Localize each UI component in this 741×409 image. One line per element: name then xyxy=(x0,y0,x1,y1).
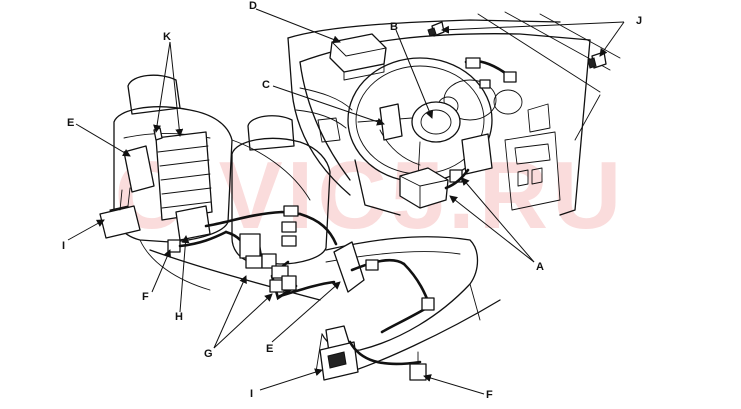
callout-e-lower: E xyxy=(266,343,273,355)
driver-seat xyxy=(99,74,321,301)
callout-labels: D B C K E I F H G E I F A J xyxy=(62,0,642,401)
leader-lines xyxy=(67,8,625,395)
callout-j: J xyxy=(636,15,642,27)
callout-f-upper: F xyxy=(142,291,149,303)
passenger-airbag-module xyxy=(329,33,387,81)
callout-f-lower: F xyxy=(486,389,493,401)
callout-k: K xyxy=(163,31,171,43)
dashboard xyxy=(287,11,621,216)
connector-j-parts xyxy=(427,21,607,69)
callout-d: D xyxy=(249,0,257,12)
seat-harness xyxy=(204,205,435,381)
callout-g: G xyxy=(204,348,213,360)
callout-e-upper: E xyxy=(67,117,74,129)
callout-h: H xyxy=(175,311,183,323)
callout-i-upper: I xyxy=(62,240,65,252)
callout-c: C xyxy=(262,79,270,91)
dash-wiring xyxy=(464,57,517,89)
srs-unit xyxy=(399,133,493,209)
passenger-seat xyxy=(231,115,501,381)
callout-a: A xyxy=(536,261,544,273)
callout-b: B xyxy=(390,21,398,33)
callout-i-lower: I xyxy=(250,388,253,400)
